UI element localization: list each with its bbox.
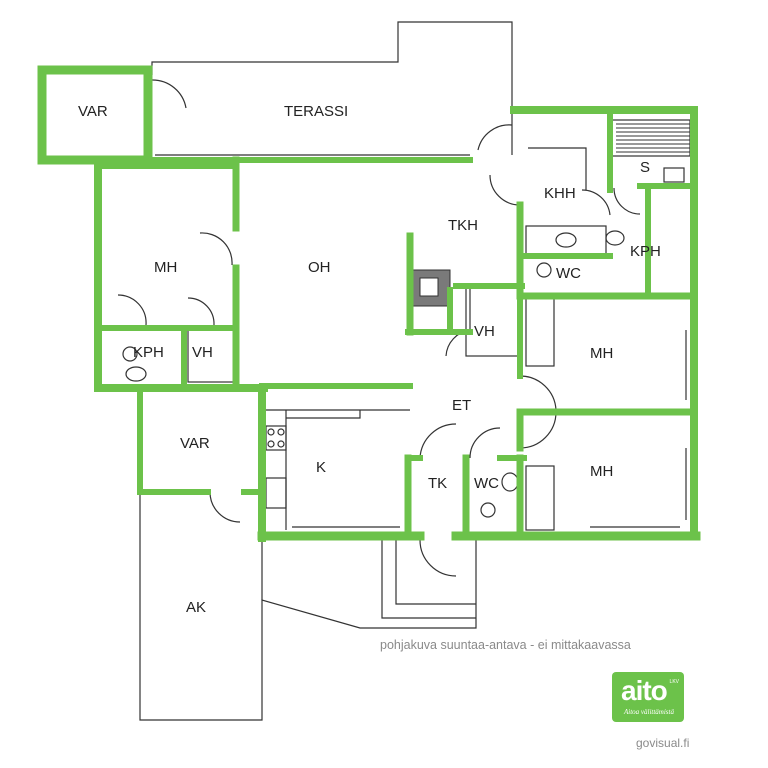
logo-word: aito bbox=[621, 675, 668, 706]
room-label-kph-left: KPH bbox=[133, 344, 164, 361]
room-label-kph-right: KPH bbox=[630, 243, 661, 260]
room-label-et: ET bbox=[452, 397, 471, 414]
room-label-mh-left: MH bbox=[154, 259, 177, 276]
room-label-mh-right-top: MH bbox=[590, 345, 613, 362]
room-label-mh-right-bottom: MH bbox=[590, 463, 613, 480]
room-label-vh-center: VH bbox=[474, 323, 495, 340]
room-label-oh: OH bbox=[308, 259, 331, 276]
logo-registered: LKV bbox=[669, 679, 679, 685]
room-label-wc-bottom: WC bbox=[474, 475, 499, 492]
room-label-var-bottom: VAR bbox=[180, 435, 210, 452]
room-label-terassi: TERASSI bbox=[284, 103, 348, 120]
aito-logo: aito LKV Aitoa välittämistä bbox=[612, 672, 684, 722]
room-label-ak: AK bbox=[186, 599, 206, 616]
fireplace-icon bbox=[407, 269, 451, 307]
room-label-tkh: TKH bbox=[448, 217, 478, 234]
credit-text: govisual.fi bbox=[636, 736, 690, 750]
sauna-slats bbox=[616, 123, 690, 153]
room-label-vh-left: VH bbox=[192, 344, 213, 361]
plan-disclaimer: pohjakuva suuntaa-antava - ei mittakaava… bbox=[380, 638, 631, 652]
room-label-tk: TK bbox=[428, 475, 447, 492]
room-label-wc-right: WC bbox=[556, 265, 581, 282]
room-label-s: S bbox=[640, 159, 650, 176]
room-label-khh: KHH bbox=[544, 185, 576, 202]
logo-tagline: Aitoa välittämistä bbox=[624, 708, 674, 716]
walls bbox=[37, 65, 701, 542]
room-label-var-top: VAR bbox=[78, 103, 108, 120]
room-label-k: K bbox=[316, 459, 326, 476]
fireplace-opening bbox=[419, 277, 439, 297]
